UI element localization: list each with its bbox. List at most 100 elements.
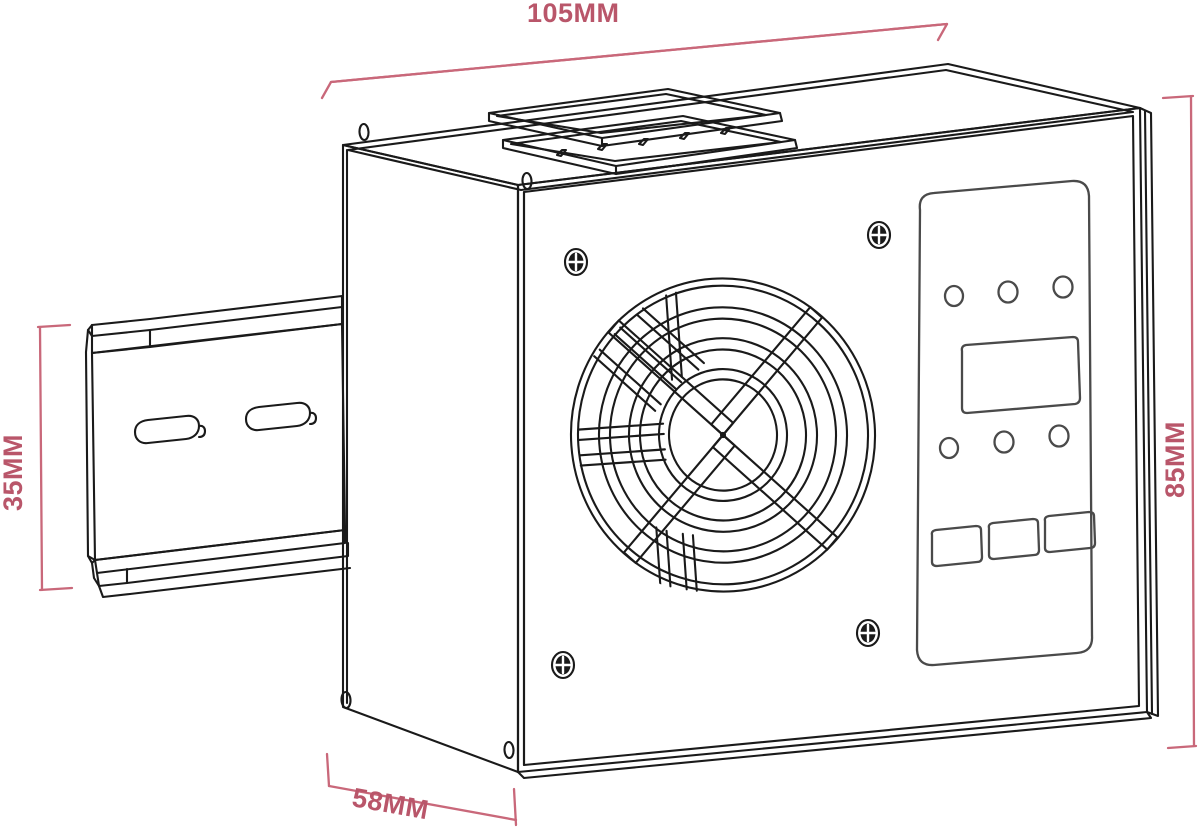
vent-divider-3 [637,137,650,147]
dimension-labels: 105MM 35MM 85MM 58MM [0,0,1190,825]
din-rail-lower-lip-a [93,528,347,575]
fan-grille-ribs [577,291,705,592]
fan-ring-2-outer [627,337,819,533]
fan-rib-c1 [665,294,674,381]
dimension-label-height: 85MM [1160,421,1190,498]
dimension-label-rail-height: 35MM [0,434,28,511]
vent-divider-5 [719,126,732,136]
fan-rib-d2 [665,529,672,588]
dim-line-105mm-main [329,22,949,84]
dim-tick-85mm-bottom [1166,744,1198,750]
dim-tick-35mm-top [36,323,72,329]
side-panel-hole-top-right [521,171,533,191]
screw-cross-tl [567,252,585,272]
dimension-annotations [36,22,1198,827]
din-rail-slot-1 [133,414,201,445]
panel-button-3[interactable] [1043,510,1097,554]
top-vent-slot-b-depth [501,138,618,176]
fan-rib-b1 [577,422,665,431]
dimension-width-105mm [320,22,949,100]
enclosure-line-work [84,62,1160,780]
fan-grille-outer-ring-inner [576,284,870,586]
dim-tick-85mm-top [1161,94,1195,100]
vent-divider-4 [678,131,691,141]
dim-line-105mm [320,22,949,100]
screw-top-right [866,220,892,250]
dimension-label-depth: 58MM [350,782,431,825]
enclosure-top-face [341,62,1142,187]
dim-tick-58mm-left [325,752,331,788]
fan-spoke-ne [710,305,824,437]
din-rail-web [90,322,347,562]
screw-head-outline-tl [563,247,589,277]
corner-screws [550,220,892,680]
panel-button-2[interactable] [987,517,1041,561]
top-vent-slot-b-inner [509,119,783,163]
enclosure-top-face-inner [346,68,1135,192]
fan-grille [569,277,877,593]
screw-cross-br [859,623,877,643]
din-rail-slot-2-edge [308,411,318,426]
side-panel-hole-bottom-right [503,740,515,760]
dim-line-35mm [38,325,44,592]
dimension-height-85mm [1161,94,1198,750]
fan-rib-a5 [636,313,700,371]
screw-cross-bl [554,655,572,675]
din-rail-lower-return [95,567,129,588]
enclosure-body [340,62,1160,780]
control-panel-plate [915,179,1094,667]
vent-divider-1 [555,148,568,158]
enclosure-bottom-edge [516,710,1153,780]
din-rail-lower-return-2 [125,541,350,585]
fan-rib-d3 [681,532,688,591]
top-vent-slot-a-depth-2 [600,111,784,148]
din-rail [84,294,352,599]
fan-ring-1-inner [667,378,779,492]
fan-spokes [607,305,839,565]
top-vent-slots [487,87,799,176]
led-top-1 [943,284,965,308]
enclosure-front-face-inner [522,114,1141,767]
din-rail-lower-edge [97,584,132,599]
fan-rib-c2 [674,291,683,379]
fan-ring-2-inner [638,348,808,522]
screw-cross-tr [870,225,888,245]
fan-grille-rings [577,291,849,592]
fan-rib-a6 [641,307,705,365]
display-window [960,335,1082,415]
panel-button-1[interactable] [930,524,984,568]
fan-ring-1-outer [657,368,789,502]
dim-tick-35mm-bottom [38,586,74,592]
fan-spoke-sw [622,433,736,565]
screw-head-outline-bl [550,650,576,680]
fan-rib-b2 [577,432,665,441]
top-vent-slot-b-depth-2 [614,138,799,176]
screw-bottom-left [550,650,576,680]
side-panel-hole-bottom-left [340,690,352,710]
led-top-2 [997,280,1019,304]
fan-rib-b4 [579,458,667,467]
top-vent-slot-a-inner [495,92,768,135]
din-rail-endcap-fold-c [90,561,101,588]
fan-rib-d4 [691,534,698,592]
fan-hub [719,431,727,439]
fan-rib-a2 [598,348,662,406]
screw-top-left [563,247,589,277]
din-rail-endcap-fold-b [86,554,97,562]
fan-rib-a1 [593,355,657,412]
fan-rib-b3 [579,448,666,457]
dimension-depth-58mm [325,752,518,827]
din-rail-upper-lip [90,294,344,338]
enclosure-front-face [516,106,1149,774]
screw-head-outline-br [855,618,881,648]
dimension-label-width: 105MM [527,0,620,28]
din-rail-slot-1-edge [197,424,207,439]
side-panel-hole-top-left [358,122,370,142]
screw-head-outline-tr [866,220,892,250]
fan-grille-outer-ring [569,277,877,593]
led-bottom-2 [993,430,1015,454]
vent-divider-2 [596,142,609,152]
enclosure-left-panel [341,143,520,774]
